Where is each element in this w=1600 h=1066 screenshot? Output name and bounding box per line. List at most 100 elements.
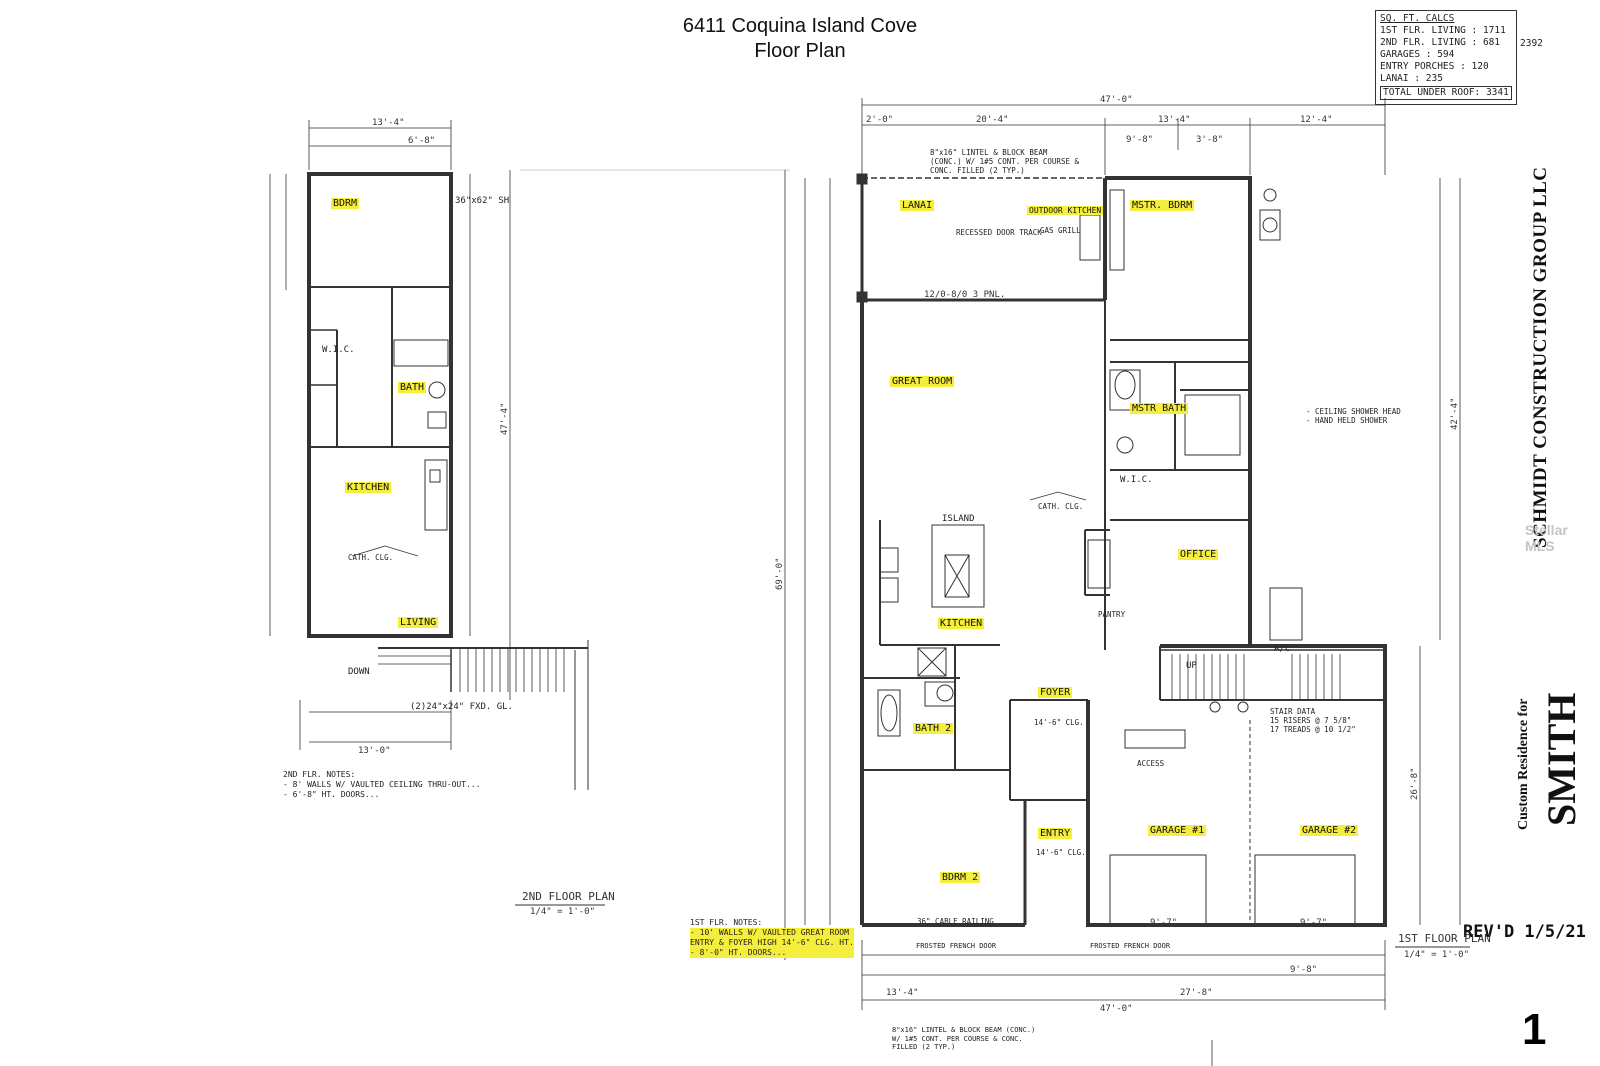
foyer-ceiling-note: 14'-6" CLG. [1034,718,1084,727]
cath-ceiling-note: CATH. CLG. [1038,502,1084,511]
room-office: OFFICE [1178,549,1219,560]
room-bdrm-2nd: BDRM [331,198,360,209]
attic-access-note: ACCESS [1137,759,1165,768]
calc-row: 1ST FLR. LIVING : 1711 [1380,25,1506,36]
stair-data-title: STAIR DATA [1270,707,1316,716]
room-great-room: GREAT ROOM [890,376,955,387]
dim-garage-a: 9'-7" [1150,918,1178,928]
cable-railing-note: 36" CABLE RAILING [917,917,994,926]
room-garage-1: GARAGE #1 [1148,825,1207,836]
sheet-number: 1 [1522,1005,1547,1054]
stair-up-label: UP [1186,661,1197,671]
second-floor-plan-label: 2ND FLOOR PLAN [522,890,615,903]
dim-2nd-top-inner: 6'-8" [408,136,436,146]
window-callout-2nd: 36"x62" SH [455,196,510,206]
note-line: - 8' WALLS W/ VAULTED CEILING THRU-OUT..… [283,780,481,789]
note-line: ENTRY & FOYER HIGH 14'-6" CLG. HT. [690,938,854,948]
window-callout-2nd-bath: (2)24"x24" FXD. GL. [410,702,513,712]
dim-2nd-top: 13'-4" [372,118,405,128]
dim-1st-top-c: 12'-4" [1300,115,1333,125]
dim-1st-left-2ft: 2'-0" [866,115,894,125]
plan-subtitle: Floor Plan [754,40,846,62]
room-wic-2nd: W.I.C. [322,345,355,355]
room-garage-2: GARAGE #2 [1300,825,1359,836]
note-line: 2ND FLR. NOTES: [283,770,356,779]
dim-1st-right-vertical: 42'-4" [1450,397,1460,430]
frosted-door-note-left: FROSTED FRENCH DOOR [916,942,997,950]
recessed-track-note: RECESSED DOOR TRACK [956,228,1042,237]
dim-1st-top-e: 3'-8" [1196,135,1224,145]
note-line: - 10' WALLS W/ VAULTED GREAT ROOM [690,928,854,938]
calc-row: ENTRY PORCHES : 120 [1380,61,1489,72]
dim-1st-right-vertical-2: 26'-8" [1410,767,1420,800]
sqft-calcs-title: SQ. FT. CALCS [1380,13,1455,24]
ac-label: A/C [1274,644,1291,654]
island-label: ISLAND [942,514,975,524]
dim-1st-bottom-c: 9'-8" [1290,965,1318,975]
calc-row: GARAGES : 594 [1380,49,1455,60]
lintel-note-top: 8"x16" LINTEL & BLOCK BEAM (CONC.) W/ 1#… [930,148,1080,175]
room-living-2nd: LIVING [398,617,439,628]
room-entry: ENTRY [1038,828,1073,839]
second-floor-walls [307,172,589,790]
shower-head-note: - CEILING SHOWER HEAD [1306,407,1401,416]
note-line: 1ST FLR. NOTES: [690,918,763,927]
first-floor-dimension-lines [784,98,1461,1066]
dim-garage-b: 9'-7" [1300,918,1328,928]
room-foyer: FOYER [1038,687,1073,698]
pantry-note: PANTRY [1098,610,1126,619]
plan-address: 6411 Coquina Island Cove [682,15,918,37]
second-floor-dimension-lines [269,120,790,750]
second-floor-scale: 1/4" = 1'-0" [530,907,596,917]
dim-1st-top-a: 20'-4" [976,115,1009,125]
second-floor-stair-treads [378,648,565,692]
dim-1st-overall-top: 47'-0" [1100,95,1133,105]
calc-row: 2ND FLR. LIVING : 681 [1380,37,1501,48]
first-floor-exterior-walls [856,173,1387,927]
gas-grill-note: GAS GRILL [1040,226,1081,235]
stair-treads: 17 TREADS @ 10 1/2" [1270,725,1356,734]
dim-2nd-vertical: 47'-4" [500,402,510,435]
dim-1st-top-b: 13'-4" [1158,115,1191,125]
room-kitchen-1st: KITCHEN [938,618,985,629]
note-line: - 6'-8" HT. DOORS... [283,790,380,799]
mls-watermark: Stellar MLS [1525,522,1568,554]
dim-1st-bottom-b: 27'-8" [1180,988,1213,998]
lintel-note-bottom: 8"x16" LINTEL & BLOCK BEAM (CONC.) W/ 1#… [892,1026,1036,1051]
note-line: - 8'-0" HT. DOORS... [690,948,854,958]
room-mstr-bdrm: MSTR. BDRM [1130,200,1195,211]
lanai-door-span: 12/0-8/0 3 PNL. [924,290,1006,300]
frosted-door-note-right: FROSTED FRENCH DOOR [1090,942,1171,950]
room-kitchen-2nd: KITCHEN [345,482,392,493]
room-wic-1st: W.I.C. [1120,475,1153,485]
hand-held-note: - HAND HELD SHOWER [1306,416,1388,425]
dim-1st-overall-bottom: 47'-0" [1100,1004,1133,1014]
entry-ceiling-note: 14'-6" CLG. [1036,848,1086,857]
dim-2nd-bottom: 13'-0" [358,746,391,756]
first-floor-stair-treads [1160,649,1385,700]
first-floor-fixtures [877,188,1356,926]
room-lanai: LANAI [900,200,935,211]
calc-total: TOTAL UNDER ROOF: 3341 [1380,86,1512,100]
room-mstr-bath: MSTR BATH [1130,403,1189,414]
room-bdrm-2: BDRM 2 [940,872,981,883]
revision-date: REV'D 1/5/21 [1463,922,1586,942]
calc-row: LANAI : 235 [1380,73,1443,84]
stair-down-label: DOWN [348,667,370,677]
second-floor-notes: 2ND FLR. NOTES: - 8' WALLS W/ VAULTED CE… [283,770,480,800]
room-bath-2: BATH 2 [913,723,954,734]
room-outdoor-kitchen: OUTDOOR KITCHEN [1027,206,1104,215]
calc-side-total: 2392 [1520,38,1543,49]
cath-ceiling-note-2nd: CATH. CLG. [348,553,394,562]
first-floor-plan-label: 1ST FLOOR PLAN [1398,932,1491,945]
first-floor-notes: 1ST FLR. NOTES: - 10' WALLS W/ VAULTED G… [690,918,854,958]
first-floor-interior-walls [862,300,1385,925]
sqft-calcs-box: SQ. FT. CALCS 1ST FLR. LIVING : 1711 2ND… [1375,10,1517,105]
room-bath-2nd: BATH [398,382,427,393]
stair-risers: 15 RISERS @ 7 5/8" [1270,716,1352,725]
dim-1st-bottom-a: 13'-4" [886,988,919,998]
dim-1st-top-d: 9'-8" [1126,135,1154,145]
first-floor-scale: 1/4" = 1'-0" [1404,950,1470,960]
dim-1st-overall-vertical: 69'-0" [775,557,785,590]
